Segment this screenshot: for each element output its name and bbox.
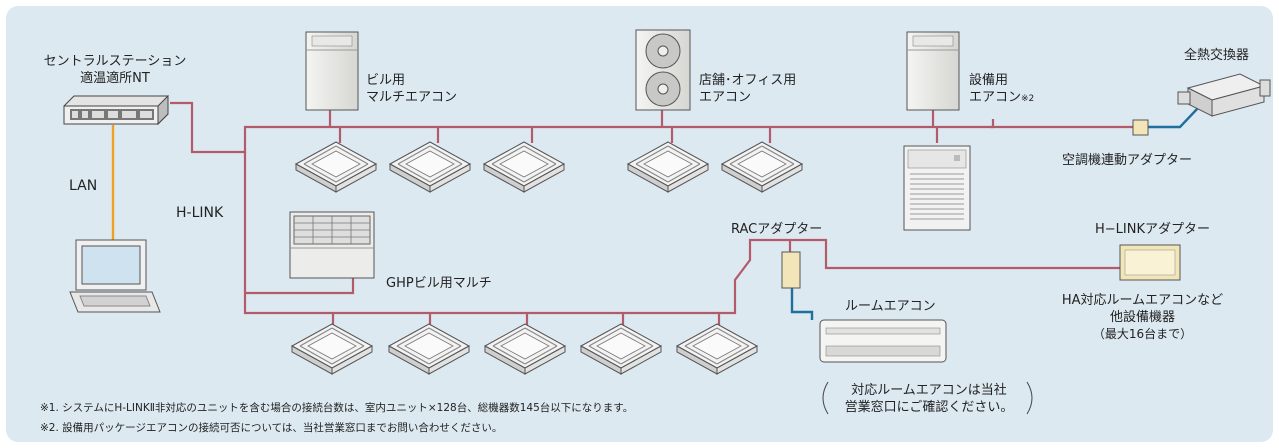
- equipment-aircon-label: 設備用 エアコン※2: [969, 72, 1034, 108]
- ghp-multi-label: GHPビル用マルチ: [386, 276, 492, 291]
- laptop-pc: [69, 239, 161, 313]
- footnote-2: ※2. 設備用パッケージエアコンの接続可否については、当社営業窓口までお問い合わ…: [40, 422, 503, 434]
- cassette-indoor-units-bottom: [291, 323, 758, 375]
- ha-line1: HA対応ルームエアコンなど: [1061, 293, 1224, 308]
- ha-line2: 他設備機器: [1109, 310, 1175, 325]
- hlink-wiring: [170, 101, 1133, 325]
- building-multi-line1: ビル用: [366, 73, 406, 88]
- hlink-label: H-LINK: [176, 205, 224, 221]
- equipment-line1: 設備用: [969, 73, 1009, 88]
- hlink-adapter-label: H−LINKアダプター: [1095, 222, 1210, 237]
- contact-note: 対応ルームエアコンは当社 営業窓口にご確認ください。: [832, 382, 1026, 416]
- room-aircon-cable: [790, 288, 814, 320]
- contact-note-bracket-left: [822, 381, 829, 415]
- ac-link-adapter-device: [1132, 119, 1149, 136]
- ha-equipment-label: HA対応ルームエアコンなど 他設備機器 （最大16台まで）: [1050, 292, 1235, 343]
- ac-link-adapter-label: 空調機連動アダプター: [1062, 153, 1193, 168]
- contact-note-bracket-right: [1026, 381, 1033, 415]
- contact-line2: 営業窓口にご確認ください。: [844, 400, 1014, 415]
- shop-office-line1: 店舗･オフィス用: [699, 73, 797, 88]
- heat-exchanger-cable: [1148, 107, 1199, 129]
- cassette-indoor-units-top: [295, 141, 803, 193]
- room-aircon-label: ルームエアコン: [845, 299, 936, 314]
- total-heat-exchanger-unit: [1177, 73, 1271, 117]
- lan-label: LAN: [69, 178, 98, 194]
- central-station-model: 適温適所NT: [80, 71, 150, 86]
- rac-adapter-device: [781, 251, 801, 289]
- room-aircon-unit: [819, 319, 947, 363]
- ghp-outdoor-unit: [289, 211, 375, 279]
- central-station-device: [63, 94, 169, 126]
- shop-office-label: 店舗･オフィス用 エアコン: [699, 72, 796, 106]
- building-multi-line2: マルチエアコン: [366, 90, 458, 105]
- central-station-name: セントラルステーション: [43, 54, 187, 69]
- ha-max-count: （最大16台まで）: [1092, 327, 1193, 341]
- central-station-label: セントラルステーション 適温適所NT: [30, 53, 200, 87]
- equipment-footnote-mark: ※2: [1021, 94, 1035, 104]
- equipment-line2: エアコン: [969, 90, 1022, 105]
- equipment-indoor-cabinet: [903, 145, 971, 231]
- building-multi-label: ビル用 マルチエアコン: [366, 72, 457, 106]
- total-heat-exchanger-label: 全熱交換器: [1184, 48, 1250, 63]
- shop-office-outdoor-unit: [635, 29, 691, 111]
- equipment-outdoor-unit: [906, 31, 960, 111]
- shop-office-line2: エアコン: [699, 90, 752, 105]
- footnote-1: ※1. システムにH-LINKⅡ非対応のユニットを含む場合の接続台数は、室内ユニ…: [40, 402, 634, 414]
- building-multi-outdoor-unit: [305, 31, 359, 111]
- contact-line1: 対応ルームエアコンは当社: [851, 383, 1007, 398]
- rac-adapter-label: RACアダプター: [731, 222, 823, 237]
